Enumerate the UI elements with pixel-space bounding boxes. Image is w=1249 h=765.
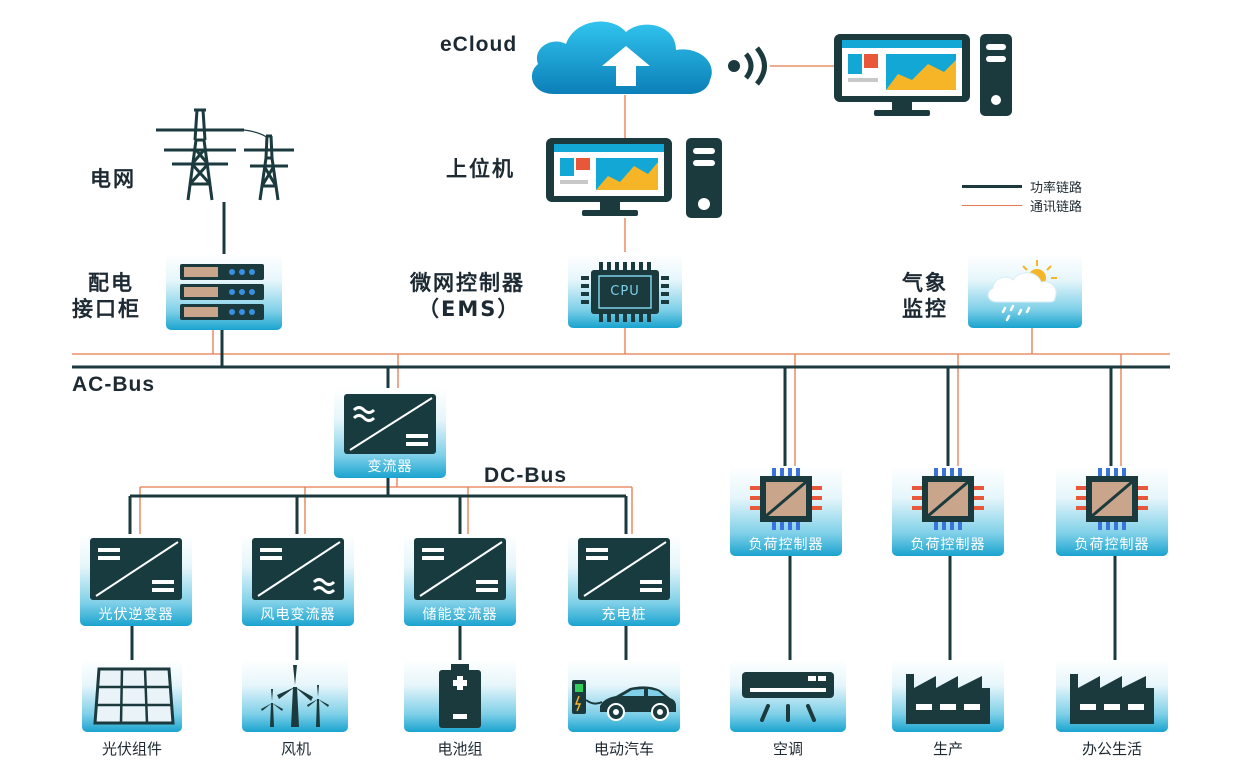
legend-comm-label: 通讯链路 <box>1030 200 1083 215</box>
desktop-computer-icon <box>834 34 1012 116</box>
load-controller-2-caption: 负荷控制器 <box>910 537 986 553</box>
ac-dc-converter-icon <box>349 397 433 451</box>
battery-label: 电池组 <box>437 740 483 758</box>
dc-ac-converter-icon <box>257 541 341 597</box>
grid-label: 电网 <box>90 167 136 191</box>
cloud-label: eCloud <box>440 33 518 56</box>
weather-cloud-sun-rain-icon <box>987 260 1057 322</box>
controller-chip-icon <box>750 468 822 530</box>
server-rack-icon <box>180 264 264 320</box>
office-tile <box>1056 660 1168 732</box>
pv-inverter-box <box>90 538 182 600</box>
solar-panel-label: 光伏组件 <box>101 740 162 758</box>
load-controller-3-tile: 负荷控制器 <box>1056 466 1168 556</box>
ems-label-line2: （EMS） <box>418 297 521 321</box>
wind-turbine-label: 风机 <box>280 740 311 758</box>
cabinet-label-line2: 接口柜 <box>72 297 141 321</box>
air-conditioner-tile <box>730 660 846 732</box>
wind-converter-box <box>252 538 344 600</box>
converter-tile: 变流器 <box>334 388 446 478</box>
wireless-signal-icon <box>728 46 767 86</box>
dc-dc-converter-icon <box>419 541 503 597</box>
ev-charging-car-icon <box>572 680 676 721</box>
ac-bus-label: AC-Bus <box>72 373 155 396</box>
battery-icon <box>439 664 481 728</box>
ems-label-line1: 微网控制器 <box>410 271 525 295</box>
cabinet-label-line1: 配电 <box>88 271 134 295</box>
ems-chip-text: CPU <box>610 284 640 299</box>
wind-turbine-icon <box>261 665 329 727</box>
ems-tile: CPU <box>568 254 682 328</box>
dc-ac-inverter-icon <box>95 541 179 597</box>
office-label: 办公生活 <box>1081 740 1142 758</box>
desktop-computer-icon <box>546 138 722 218</box>
weather-label-line1: 气象 <box>902 271 948 295</box>
cpu-chip-icon <box>581 262 669 322</box>
air-conditioner-label: 空调 <box>772 740 803 758</box>
ev-tile <box>568 660 680 732</box>
air-conditioner-icon <box>742 672 834 722</box>
legend-power-label: 功率链路 <box>1030 181 1083 196</box>
charger-caption: 充电桩 <box>601 607 647 623</box>
power-tower-icon <box>156 108 294 201</box>
storage-converter-tile: 储能变流器 <box>404 534 516 626</box>
weather-label-line2: 监控 <box>902 297 948 321</box>
cabinet-tile <box>166 254 282 330</box>
charger-tile: 充电桩 <box>568 534 680 626</box>
factory-icon <box>1070 674 1154 724</box>
load-controller-1-tile: 负荷控制器 <box>730 466 842 556</box>
dc-bus-label: DC-Bus <box>484 464 567 487</box>
load-controller-1-caption: 负荷控制器 <box>748 537 824 553</box>
solar-panel-tile <box>82 660 182 732</box>
charger-box <box>578 538 670 600</box>
controller-chip-icon <box>1076 468 1148 530</box>
storage-converter-caption: 储能变流器 <box>422 607 498 623</box>
production-label: 生产 <box>932 740 963 758</box>
converter-box <box>344 394 436 454</box>
dc-dc-converter-icon <box>583 541 667 597</box>
legend-comm-line <box>962 205 1022 206</box>
ev-label: 电动汽车 <box>593 740 654 758</box>
storage-converter-box <box>414 538 506 600</box>
cloud-upload-icon <box>531 21 712 95</box>
pv-inverter-tile: 光伏逆变器 <box>80 534 192 626</box>
legend-power-line <box>962 185 1022 188</box>
host-label: 上位机 <box>446 157 515 181</box>
factory-icon <box>906 674 990 724</box>
pv-inverter-caption: 光伏逆变器 <box>98 607 174 623</box>
weather-tile <box>968 254 1082 328</box>
converter-caption: 变流器 <box>367 459 413 475</box>
battery-tile <box>404 660 516 732</box>
legend: 功率链路 通讯链路 <box>962 176 1142 216</box>
wind-converter-tile: 风电变流器 <box>242 534 354 626</box>
wind-turbine-tile <box>242 660 348 732</box>
load-controller-2-tile: 负荷控制器 <box>892 466 1004 556</box>
wind-converter-caption: 风电变流器 <box>260 607 336 623</box>
solar-panel-icon <box>93 667 175 725</box>
controller-chip-icon <box>912 468 984 530</box>
load-controller-3-caption: 负荷控制器 <box>1074 537 1150 553</box>
production-tile <box>892 660 1004 732</box>
